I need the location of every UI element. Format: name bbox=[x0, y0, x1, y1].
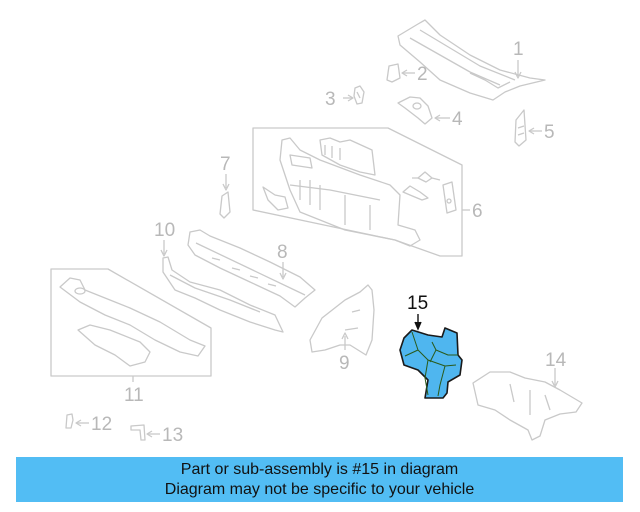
part-5-bracket[interactable] bbox=[514, 109, 527, 147]
callout-5[interactable]: 5 bbox=[544, 122, 555, 143]
callout-15[interactable]: 15 bbox=[407, 293, 428, 314]
part-1-cowl-panel[interactable] bbox=[397, 19, 546, 101]
callout-1[interactable]: 1 bbox=[513, 39, 524, 60]
part-14-panel[interactable] bbox=[472, 371, 583, 441]
part-6-dash-panel-box[interactable] bbox=[252, 127, 470, 257]
part-15-highlighted[interactable] bbox=[399, 327, 463, 399]
part-12-clip[interactable] bbox=[65, 413, 74, 429]
callout-6[interactable]: 6 bbox=[472, 201, 483, 222]
callout-2[interactable]: 2 bbox=[417, 64, 428, 85]
info-banner: Part or sub-assembly is #15 in diagram D… bbox=[16, 457, 623, 502]
part-4-reinforcement[interactable] bbox=[397, 96, 433, 125]
part-10-rail[interactable] bbox=[162, 256, 284, 333]
part-9-apron[interactable] bbox=[309, 284, 375, 356]
part-2-bracket[interactable] bbox=[386, 63, 401, 83]
banner-line-disclaimer: Diagram may not be specific to your vehi… bbox=[164, 480, 475, 498]
part-13-bracket[interactable] bbox=[130, 424, 146, 441]
banner-line-part-number: Part or sub-assembly is #15 in diagram bbox=[180, 460, 459, 478]
callout-13[interactable]: 13 bbox=[162, 425, 183, 446]
callout-8[interactable]: 8 bbox=[277, 242, 288, 263]
part-7-bracket[interactable] bbox=[219, 191, 231, 219]
callout-10[interactable]: 10 bbox=[154, 220, 175, 241]
part-3-clip[interactable] bbox=[353, 85, 365, 105]
callout-12[interactable]: 12 bbox=[91, 414, 112, 435]
part-8-crossmember[interactable] bbox=[187, 229, 316, 308]
callout-11[interactable]: 11 bbox=[124, 385, 144, 406]
callout-7[interactable]: 7 bbox=[220, 154, 231, 175]
part-11-floor-box[interactable] bbox=[50, 268, 212, 382]
callout-4[interactable]: 4 bbox=[452, 109, 463, 130]
callout-9[interactable]: 9 bbox=[339, 353, 350, 374]
callout-14[interactable]: 14 bbox=[545, 350, 567, 371]
callout-3[interactable]: 3 bbox=[325, 89, 336, 110]
